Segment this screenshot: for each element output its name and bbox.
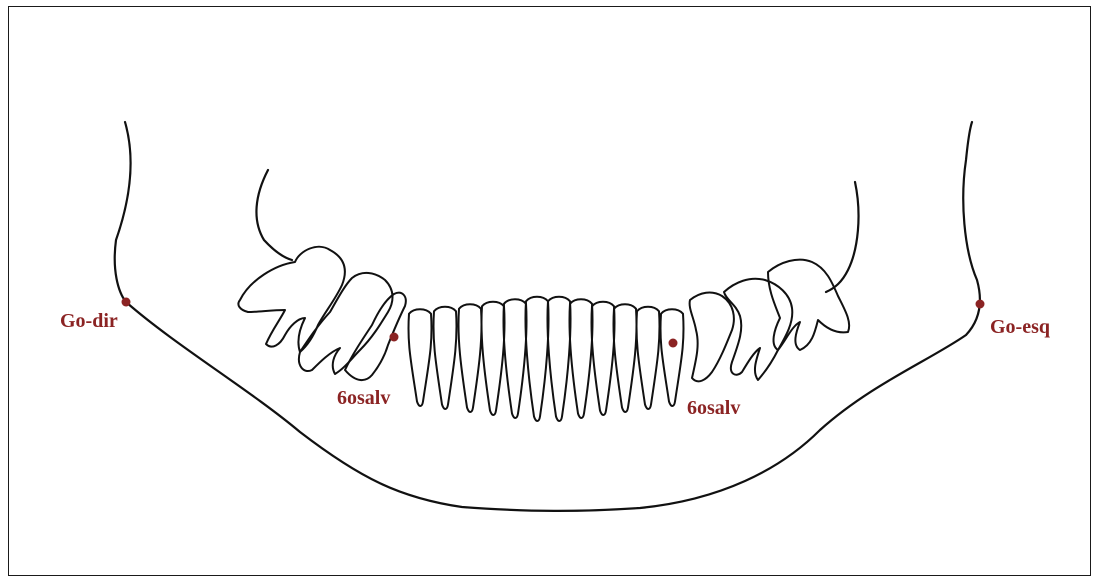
- anterior-tooth: [569, 299, 592, 418]
- go-esq-point: [976, 300, 985, 309]
- ramus-inner-right: [256, 170, 292, 260]
- molar-1-left: [690, 293, 734, 382]
- anterior-tooth: [525, 297, 548, 421]
- ramus-inner-left: [826, 182, 859, 292]
- go-dir-point: [122, 298, 131, 307]
- anterior-tooth: [481, 302, 504, 415]
- anterior-tooth: [660, 309, 683, 406]
- anterior-tooth: [547, 297, 570, 421]
- anterior-tooth: [458, 304, 481, 412]
- go-esq-label: Go-esq: [990, 317, 1050, 337]
- molar-3-left: [768, 260, 849, 350]
- go-dir-label: Go-dir: [60, 311, 118, 331]
- anterior-tooth: [613, 304, 636, 412]
- 6osalv-dir-point: [390, 333, 399, 342]
- anterior-tooth: [636, 307, 659, 409]
- anterior-tooth: [503, 299, 526, 418]
- 6osalv-esq-point: [669, 339, 678, 348]
- molar-2-right: [299, 273, 393, 374]
- molar-2-left: [724, 279, 792, 380]
- dental-arch: [238, 247, 849, 421]
- 6osalv-dir-label: 6osalv: [337, 388, 390, 408]
- anterior-tooth: [591, 302, 614, 415]
- anterior-tooth: [408, 309, 431, 406]
- anterior-tooth: [433, 307, 456, 409]
- molar-3-right: [238, 247, 344, 352]
- 6osalv-esq-label: 6osalv: [687, 398, 740, 418]
